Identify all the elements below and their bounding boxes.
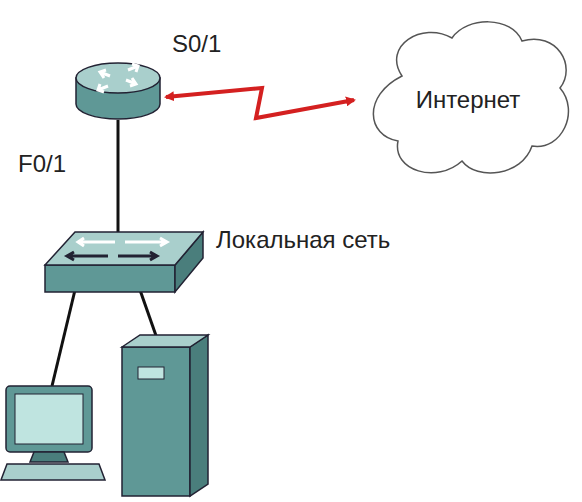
cloud-node: Интернет xyxy=(362,16,574,184)
network-label: Локальная сеть xyxy=(216,226,390,254)
switch-icon xyxy=(45,232,203,292)
ethernet-wire xyxy=(52,290,75,386)
serial-link xyxy=(166,88,354,118)
pc-icon xyxy=(1,386,105,480)
interface-label: S0/1 xyxy=(172,30,221,58)
router-icon xyxy=(76,63,160,119)
interface-label: F0/1 xyxy=(18,150,66,178)
ethernet-wire xyxy=(117,120,120,232)
server-icon xyxy=(122,335,208,496)
cloud-label: Интернет xyxy=(416,86,521,114)
